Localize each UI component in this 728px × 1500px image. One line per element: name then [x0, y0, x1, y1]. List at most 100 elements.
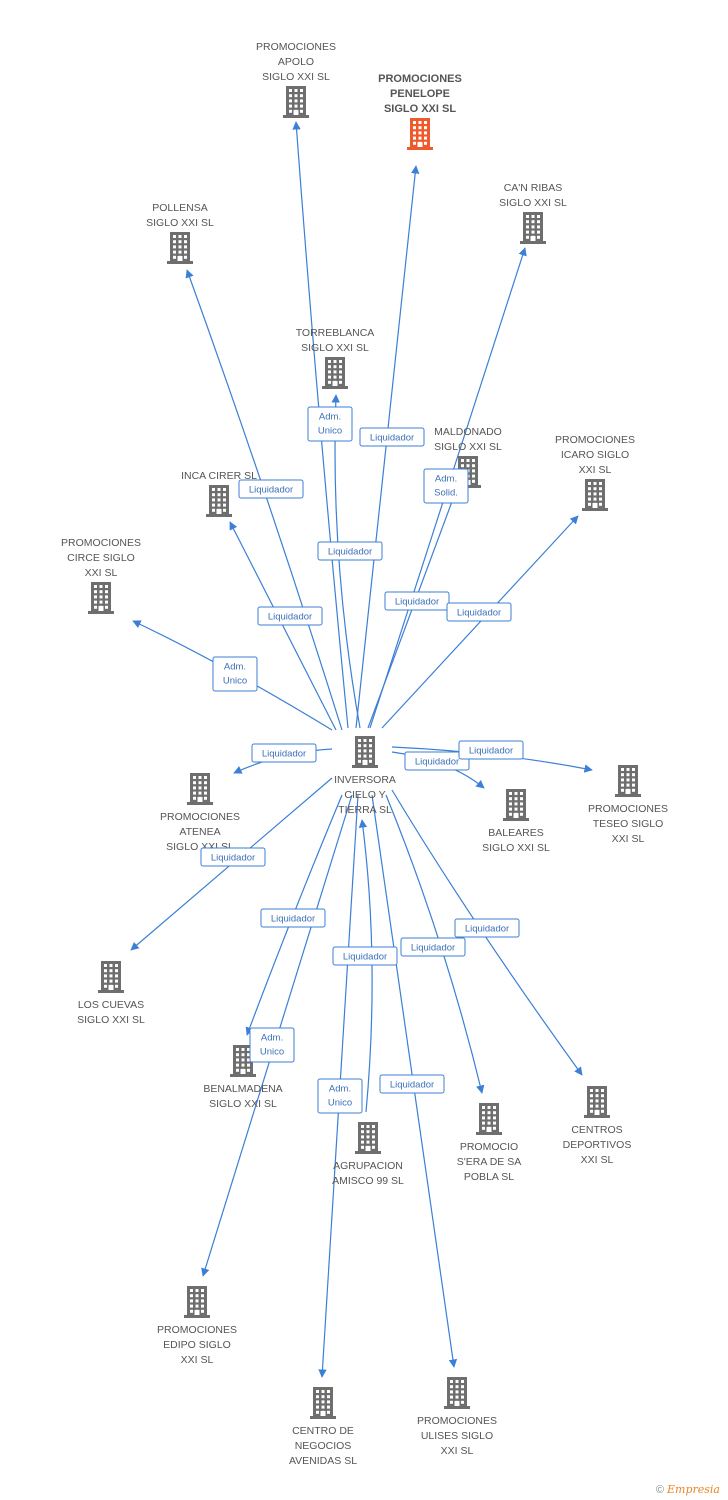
- node-label: BENALMADENA: [203, 1083, 282, 1095]
- building-icon: [476, 1103, 502, 1135]
- node-label: ICARO SIGLO: [561, 449, 629, 461]
- edge-label-text: Unico: [260, 1047, 284, 1058]
- edge-label-box: [379, 1074, 445, 1094]
- building-icon: [184, 1286, 210, 1318]
- node-label: SIGLO XXI SL: [146, 217, 214, 229]
- node-label: PROMOCIONES: [417, 1415, 497, 1427]
- edge-label-text: Liquidador: [211, 853, 255, 864]
- edge-label-text: Liquidador: [469, 746, 513, 757]
- node-label: PROMOCIONES: [160, 811, 240, 823]
- building-icon: [444, 1377, 470, 1409]
- edge-label-center-baleares: Liquidador: [404, 751, 470, 771]
- edge-agrupacion-center: [358, 819, 373, 1113]
- edge-label-text: Liquidador: [328, 547, 372, 558]
- node-label: INVERSORA: [334, 774, 396, 786]
- edge-center-penelope: [355, 165, 420, 729]
- edge-label-box: [257, 606, 323, 626]
- node-label: SIGLO XXI SL: [384, 103, 456, 115]
- edge-label-text: Unico: [223, 676, 247, 687]
- edge-label-agrupacion-center: Liquidador: [332, 946, 398, 966]
- edge-center-pollensa: [185, 269, 343, 731]
- edge-label-box: [200, 847, 266, 867]
- building-icon: [98, 961, 124, 993]
- node-label: CA'N RIBAS: [504, 182, 563, 194]
- edge-center-torreblanca: [331, 394, 361, 729]
- node-label: S'ERA DE SA: [457, 1156, 521, 1168]
- node-label: SIGLO XXI SL: [262, 71, 330, 83]
- edge-label-box: [238, 479, 304, 499]
- node-sera[interactable]: PROMOCIO S'ERA DE SA POBLA SL: [457, 1103, 521, 1183]
- node-label: EDIPO SIGLO: [163, 1339, 231, 1351]
- node-label: LOS CUEVAS: [78, 999, 144, 1011]
- node-label: INCA CIRER SL: [181, 470, 257, 482]
- node-label: SIGLO XXI SL: [482, 842, 550, 854]
- edge-label-text: Liquidador: [390, 1080, 434, 1091]
- building-icon: [355, 1122, 381, 1154]
- node-cuevas[interactable]: LOS CUEVAS SIGLO XXI SL: [77, 961, 145, 1026]
- node-label: SIGLO XXI SL: [499, 197, 567, 209]
- edge-label-box: [317, 541, 383, 561]
- node-label: PROMOCIO: [460, 1141, 518, 1153]
- edge-label-center-ulises: Liquidador: [379, 1074, 445, 1094]
- node-label: SIGLO XXI SL: [77, 1014, 145, 1026]
- edge-label-center-pollensa: Liquidador: [257, 606, 323, 626]
- edge-label-center-teseo: Liquidador: [458, 740, 524, 760]
- edge-label-box: [384, 591, 450, 611]
- edge-label-box: [307, 406, 353, 442]
- edge-label-text: Liquidador: [465, 924, 509, 935]
- edge-label-text: Adm.: [329, 1084, 351, 1095]
- edge-label-text: Liquidador: [249, 485, 293, 496]
- edge-label-text: Adm.: [435, 474, 457, 485]
- node-label: CENTROS: [571, 1124, 622, 1136]
- edge-label-text: Liquidador: [271, 914, 315, 925]
- node-label: POBLA SL: [464, 1171, 514, 1183]
- edge-center-icaro: [381, 515, 579, 729]
- node-label: PROMOCIONES: [256, 41, 336, 53]
- node-canribas[interactable]: CA'N RIBAS SIGLO XXI SL: [499, 182, 567, 244]
- edge-labels-layer: LiquidadorLiquidadorAdm.Solid.Liquidador…: [200, 406, 524, 1114]
- node-label: TESEO SIGLO: [593, 818, 664, 830]
- node-label: NEGOCIOS: [295, 1440, 352, 1452]
- edge-label-center-atenea: Liquidador: [251, 743, 317, 763]
- node-pollensa[interactable]: POLLENSA SIGLO XXI SL: [146, 202, 214, 264]
- node-label: POLLENSA: [152, 202, 207, 214]
- building-icon: [310, 1387, 336, 1419]
- edge-label-text: Liquidador: [262, 749, 306, 760]
- edge-label-center-negocios: Adm. Unico: [317, 1078, 363, 1114]
- edge-label-text: Liquidador: [415, 757, 459, 768]
- edge-label-box: [446, 602, 512, 622]
- building-icon: [520, 212, 546, 244]
- edge-label-box: [423, 468, 469, 504]
- node-label: DEPORTIVOS: [563, 1139, 632, 1151]
- node-label: PROMOCIONES: [555, 434, 635, 446]
- edge-label-center-inca: Liquidador: [238, 479, 304, 499]
- edge-label-text: Unico: [328, 1098, 352, 1109]
- node-label: XXI SL: [612, 833, 645, 845]
- edge-label-center-centros: Liquidador: [454, 918, 520, 938]
- edge-label-box: [458, 740, 524, 760]
- edge-label-center-torreblanca: Adm.Unico: [307, 406, 353, 442]
- node-inca[interactable]: INCA CIRER SL: [181, 470, 257, 517]
- node-label: TIERRA SL: [338, 804, 392, 816]
- edge-label-text: Liquidador: [411, 943, 455, 954]
- node-label: SIGLO XXI SL: [434, 441, 502, 453]
- node-label: PENELOPE: [390, 88, 450, 100]
- edge-label-center-maldonado: Liquidador: [384, 591, 450, 611]
